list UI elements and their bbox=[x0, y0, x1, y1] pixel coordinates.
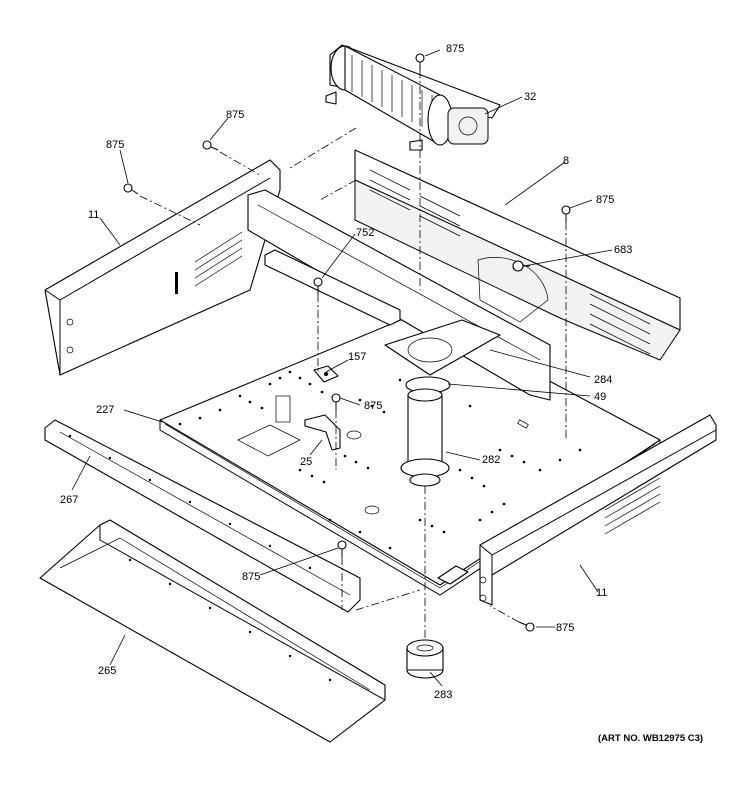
screw-icon bbox=[123, 183, 139, 195]
screw-icon bbox=[415, 53, 425, 70]
callout-875-lower: 875 bbox=[242, 571, 260, 583]
callout-leaders bbox=[71, 49, 613, 687]
callout-875-mid: 875 bbox=[364, 400, 382, 412]
foot-283 bbox=[406, 639, 444, 679]
callout-283: 283 bbox=[434, 689, 452, 701]
right-side-panel-11 bbox=[479, 414, 717, 606]
convection-fan-32 bbox=[325, 44, 501, 151]
left-side-panel-11 bbox=[44, 159, 281, 376]
callout-157: 157 bbox=[348, 351, 366, 363]
callout-11-left: 11 bbox=[88, 209, 99, 221]
screw-icon bbox=[313, 277, 323, 294]
screw-icon bbox=[202, 140, 219, 151]
front-trim-267 bbox=[44, 419, 361, 613]
screw-icon bbox=[512, 260, 530, 272]
callout-49: 49 bbox=[594, 391, 606, 403]
assembly-lines bbox=[139, 70, 567, 640]
callout-8: 8 bbox=[563, 155, 569, 167]
callout-875-upper-left: 875 bbox=[226, 109, 244, 121]
callout-284: 284 bbox=[594, 374, 612, 386]
callout-752: 752 bbox=[356, 227, 374, 239]
screw-icon bbox=[561, 205, 571, 222]
screw-icon bbox=[518, 621, 535, 632]
callout-25: 25 bbox=[300, 456, 312, 468]
callout-227: 227 bbox=[96, 404, 114, 416]
screws bbox=[123, 53, 571, 632]
callout-875-left: 875 bbox=[106, 139, 124, 151]
screw-icon bbox=[337, 540, 347, 557]
callout-683: 683 bbox=[614, 244, 632, 256]
art-number: (ART NO. WB12975 C3) bbox=[598, 733, 703, 744]
callout-875-top: 875 bbox=[446, 43, 464, 55]
callout-265: 265 bbox=[98, 665, 116, 677]
sensor-157 bbox=[313, 365, 339, 383]
callout-267: 267 bbox=[60, 494, 78, 506]
callout-875-bottom-right: 875 bbox=[556, 622, 574, 634]
callout-labels: 875 32 875 875 8 875 11 752 683 157 284 … bbox=[60, 43, 632, 701]
callout-875-right: 875 bbox=[596, 194, 614, 206]
callout-32: 32 bbox=[524, 91, 536, 103]
vent-plate-284 bbox=[384, 319, 501, 376]
callout-11-right: 11 bbox=[596, 587, 607, 599]
callout-282: 282 bbox=[482, 454, 500, 466]
vent-duct-282 bbox=[400, 388, 450, 487]
bottom-trim-265 bbox=[39, 519, 386, 743]
